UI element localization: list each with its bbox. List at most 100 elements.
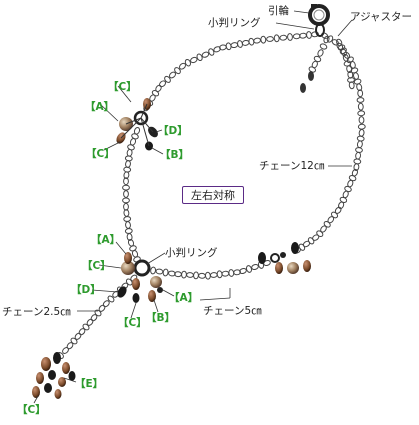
label-chain-2-5: チェーン2.5㎝ [2,306,71,318]
tag-d-2: 【D】 [71,283,101,296]
chain-link [198,272,206,279]
chain-link [319,43,328,50]
chain-link [317,49,324,57]
chain-link [174,271,182,278]
tag-a-3: 【A】 [169,291,198,304]
chain-link [219,44,227,51]
tag-c-5: 【C】 [17,403,46,416]
bead-cluster-middle [117,252,163,303]
small-ring-top [315,23,325,37]
chain-link [196,53,203,62]
chain-link [356,97,365,103]
bead-cluster-upper [116,98,158,151]
chain-link [323,220,331,228]
chain-link [123,202,129,211]
clasp-ring [308,4,330,26]
chain-link [186,272,194,278]
bead-cluster-right [258,242,311,274]
leader-lines [33,10,353,404]
chain-link [78,328,86,336]
chain-link [155,268,164,275]
chain-link [292,33,301,40]
chain-link [356,83,363,92]
chain-link [126,233,133,241]
chain-link [338,201,345,210]
chain-link [316,230,324,238]
chain-link [302,240,311,248]
chain-link [82,323,90,331]
chain-link [312,234,320,241]
chain-link [184,58,192,67]
bead-cluster-pendant [32,352,76,399]
chain-link [94,309,102,317]
chain-link [287,33,293,41]
chain-link [230,42,239,49]
chain-link [168,71,177,79]
chain-link [123,190,129,198]
label-chain-12: チェーン12㎝ [259,160,325,172]
chain-link [346,65,353,74]
chain-link [228,269,235,277]
chain-link [357,110,366,117]
chain-link [162,268,169,277]
chain-link [124,228,133,234]
label-small-ring-top: 小判リング [208,16,261,29]
chain-link [90,314,98,322]
chain-link [204,271,211,280]
chain-link [107,295,115,303]
chain-link [266,36,274,42]
tag-d-1: 【D】 [158,124,188,137]
chain-link [260,35,267,44]
chain-link [122,197,130,204]
tag-a-2: 【A】 [91,233,120,246]
chain-link [356,140,363,149]
tag-b-2: 【B】 [146,311,175,324]
tag-a-1: 【A】 [85,100,114,113]
tag-c-2: 【C】 [86,147,115,160]
chain-link [216,270,223,279]
chain-link [273,34,280,43]
label-chain-5: チェーン5㎝ [203,305,262,317]
chain-link [125,221,131,229]
label-small-ring-mid: 小判リング [165,246,218,259]
chain-link [70,337,78,345]
chain-link [245,265,253,273]
chain-link [158,80,167,88]
chain-link [62,347,69,354]
tag-c-1: 【C】 [108,80,137,93]
chain-link [126,148,133,157]
tag-b-1: 【B】 [160,148,189,161]
chain-link [178,62,187,70]
chain-link [168,270,176,277]
tag-e-1: 【E】 [75,377,103,390]
chain-link [279,34,288,41]
chain-link [221,270,230,277]
chain-link [357,123,366,130]
chain-link [164,75,171,83]
chain-link [241,39,250,46]
chain-link [239,267,247,275]
chain-link [125,160,131,168]
chain-link [348,81,355,90]
chain-link [306,31,312,39]
chain-link [181,270,187,279]
chain-link [323,35,330,44]
label-adjuster: アジャスター [350,11,412,23]
chain-link [150,266,157,275]
chain-link [209,272,218,278]
adjuster-end [300,71,314,93]
chain-link [201,51,210,58]
chain-link [263,259,271,267]
chain-link [190,56,198,64]
chain-link [122,184,130,191]
chain-link [357,89,364,98]
label-clasp-ring: 引輪 [268,4,289,17]
chain-link [253,37,261,44]
chain-link [123,216,132,222]
chain-link [123,171,130,180]
chain-link [330,211,339,219]
chain-link [355,151,362,160]
tag-c-3: 【C】 [82,259,111,272]
chain-link [123,177,129,186]
